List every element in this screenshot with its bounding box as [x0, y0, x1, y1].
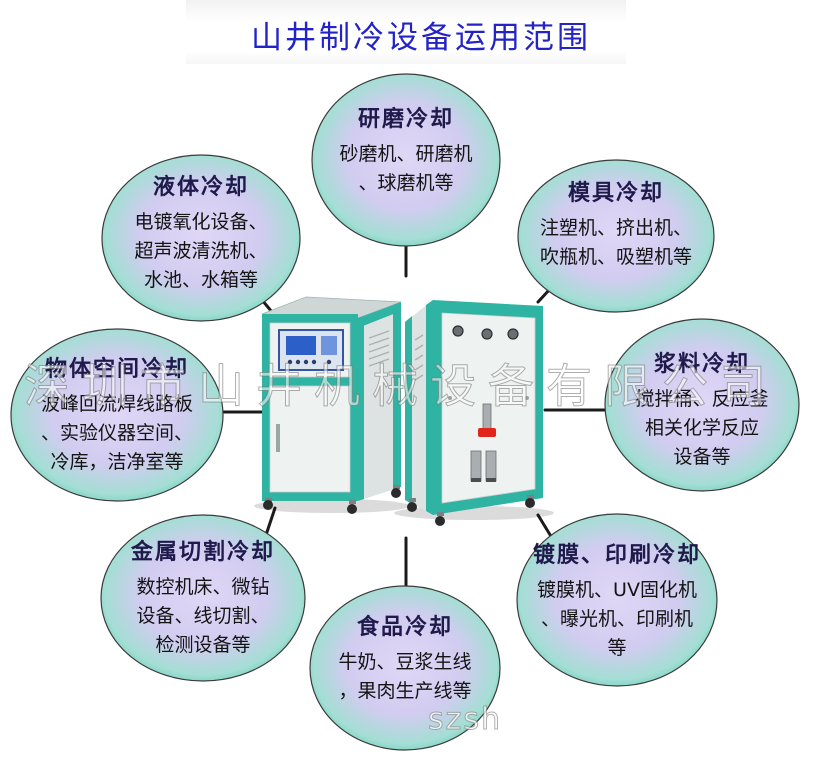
application-line: 、曝光机、印刷机 — [540, 608, 693, 630]
control-buttons — [287, 359, 332, 365]
application-mold: 模具冷却 注塑机、挤出机、 吹瓶机、吸塑机等 — [518, 180, 714, 272]
application-title: 模具冷却 — [567, 181, 664, 206]
bubble-slurry — [604, 318, 800, 492]
application-line: 、实验仪器空间、 — [40, 422, 193, 444]
lower-door-panel — [269, 385, 351, 493]
bubble-liquid — [101, 154, 301, 322]
application-line: 数控机床、微钻 — [136, 576, 270, 598]
unit-frame-edge — [393, 302, 401, 490]
application-line: 搅拌桶、反应釜 — [635, 388, 769, 410]
application-body: 注塑机、挤出机、 吹瓶机、吸塑机等 — [518, 214, 714, 272]
title-banner — [186, 0, 626, 64]
application-line: ，果肉生产线等 — [338, 680, 472, 702]
bubble-food — [309, 585, 501, 751]
application-title: 物体空间冷却 — [44, 357, 189, 382]
application-line: 冷库，洁净室等 — [50, 451, 184, 473]
bubble-space — [10, 328, 224, 502]
unit-shadow — [254, 499, 410, 513]
application-title: 食品冷却 — [356, 615, 453, 640]
application-space: 物体空间冷却 波峰回流焊线路板 、实验仪器空间、 冷库，洁净室等 — [11, 356, 223, 477]
application-title: 镀膜、印刷冷却 — [532, 543, 701, 568]
pipe-fitting — [507, 328, 519, 340]
application-line: 镀膜机、UV固化机 — [537, 579, 697, 601]
door-handle — [276, 424, 280, 452]
drain-valve — [478, 428, 496, 437]
screw — [525, 396, 529, 400]
side-vents — [414, 334, 424, 381]
bubble-coating — [516, 513, 718, 687]
application-line: 、球磨机等 — [358, 172, 454, 194]
screw — [448, 396, 452, 400]
application-body: 搅拌桶、反应釜 相关化学反应 设备等 — [605, 385, 799, 472]
application-body: 电镀氧化设备、 超声波清洗机、 水池、水箱等 — [102, 208, 300, 295]
application-title: 研磨冷却 — [357, 107, 454, 132]
connector-bottom-right — [536, 513, 554, 540]
application-liquid: 液体冷却 电镀氧化设备、 超声波清洗机、 水池、水箱等 — [102, 174, 300, 295]
pipe-fitting — [481, 328, 493, 340]
bubble-metal — [100, 514, 306, 682]
application-line: 砂磨机、研磨机 — [339, 143, 473, 165]
application-body: 牛奶、豆浆生线 ，果肉生产线等 — [310, 648, 500, 706]
application-metal: 金属切割冷却 数控机床、微钻 设备、线切割、 检测设备等 — [101, 539, 305, 660]
bubble-mold — [517, 159, 715, 313]
unit-frame-corner — [358, 316, 364, 501]
bubble-grinding — [311, 73, 501, 247]
application-bubbles — [10, 73, 800, 751]
application-line: 水池、水箱等 — [143, 269, 258, 291]
application-line: 相关化学反应 — [644, 417, 759, 439]
side-vents — [368, 330, 390, 367]
chiller-unit-side — [394, 300, 554, 526]
application-body: 镀膜机、UV固化机 、曝光机、印刷机 等 — [517, 576, 717, 663]
application-title: 浆料冷却 — [653, 352, 750, 377]
application-line: 吹瓶机、吸塑机等 — [539, 246, 692, 268]
application-line: 波峰回流焊线路板 — [40, 393, 193, 415]
unit-frame-edge — [405, 316, 412, 504]
application-line: 检测设备等 — [155, 634, 251, 656]
page-title: 山井制冷设备运用范围 — [251, 20, 591, 56]
application-line: 等 — [607, 637, 627, 659]
application-line: 注塑机、挤出机、 — [539, 217, 692, 239]
unit-frame-top — [358, 302, 401, 328]
application-grinding: 研磨冷却 砂磨机、研磨机 、球磨机等 — [312, 106, 500, 198]
application-title: 金属切割冷却 — [130, 540, 275, 565]
application-food: 食品冷却 牛奶、豆浆生线 ，果肉生产线等 — [310, 614, 500, 706]
application-coating: 镀膜、印刷冷却 镀膜机、UV固化机 、曝光机、印刷机 等 — [517, 542, 717, 663]
application-line: 设备、线切割、 — [136, 605, 270, 627]
application-slurry: 浆料冷却 搅拌桶、反应釜 相关化学反应 设备等 — [605, 351, 799, 472]
display-screen — [286, 336, 316, 355]
chiller-unit-front — [254, 296, 410, 514]
unit-frame-corner — [426, 300, 433, 515]
application-line: 牛奶、豆浆生线 — [338, 651, 472, 673]
application-body: 数控机床、微钻 设备、线切割、 检测设备等 — [101, 573, 305, 660]
application-body: 波峰回流焊线路板 、实验仪器空间、 冷库，洁净室等 — [11, 390, 223, 477]
application-line: 设备等 — [673, 446, 731, 468]
caster-wheels — [407, 495, 535, 526]
pipe-end — [471, 478, 481, 482]
caster-wheels — [263, 485, 401, 514]
indicator-panel — [321, 336, 337, 355]
application-title: 液体冷却 — [152, 175, 249, 200]
pipe-end — [486, 478, 496, 482]
application-body: 砂磨机、研磨机 、球磨机等 — [312, 140, 500, 198]
unit-side-panel — [358, 302, 401, 501]
inlet-pipe — [470, 450, 482, 482]
pipe-fitting — [452, 325, 464, 337]
application-line: 电镀氧化设备、 — [134, 211, 268, 233]
application-line: 超声波清洗机、 — [134, 240, 268, 262]
outlet-pipe — [485, 450, 497, 482]
